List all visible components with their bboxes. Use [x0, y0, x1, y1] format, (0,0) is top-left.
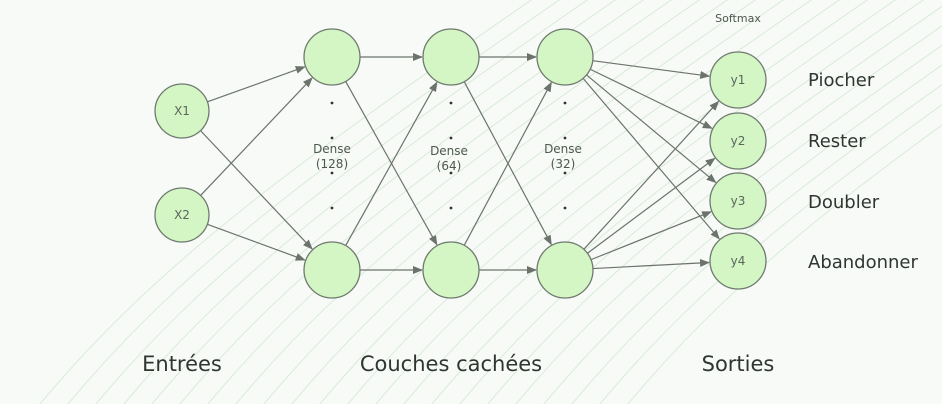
hidden3-label-line1: Dense: [544, 142, 582, 156]
edge-h3t-y1: [592, 60, 711, 79]
background-curve: [599, 104, 942, 404]
background-curve: [291, 0, 785, 404]
connections: [200, 53, 720, 274]
edge-h2b-h3t: [463, 81, 552, 246]
hidden1-label-line2: (128): [316, 157, 348, 171]
h1-dot-2: [330, 171, 334, 175]
background-curve: [179, 0, 673, 404]
background-curve: [403, 0, 897, 404]
hidden3-node-top: [536, 28, 594, 86]
h3-dot-1: [563, 136, 567, 140]
background-curve: [571, 84, 942, 404]
background-curve: [627, 124, 942, 404]
edge-x1-h1b: [200, 130, 313, 250]
output-node-y2: y2: [709, 112, 767, 170]
softmax-label: Softmax: [715, 12, 761, 25]
class-label-doubler: Doubler: [808, 192, 880, 213]
edge-x2-h1t: [200, 77, 313, 196]
class-label-abandonner: Abandonner: [808, 252, 919, 273]
edge-h3b-y1: [583, 100, 720, 250]
hidden1-node-bottom: [303, 241, 361, 299]
h1-dot-0: [330, 101, 334, 105]
background-curve: [67, 0, 561, 404]
background-curve: [263, 0, 757, 404]
hidden2-node-bottom: [422, 241, 480, 299]
output-node-y4: y4: [709, 232, 767, 290]
h2-dot-1: [449, 136, 453, 140]
hidden1-label-line1: Dense: [313, 142, 351, 156]
h2-dot-3: [449, 206, 453, 210]
edge-h3b-y3: [590, 211, 712, 261]
edge-x2-h1b: [207, 223, 306, 261]
background-curve: [375, 0, 869, 404]
edge-h3t-y4: [582, 77, 720, 240]
input-node-x2: X2: [154, 187, 210, 243]
class-label-piocher: Piocher: [808, 70, 875, 91]
output-node-y3: y3: [709, 172, 767, 230]
edge-h3b-y2: [587, 157, 716, 254]
ellipsis-dots: [330, 101, 567, 210]
h2-dot-0: [449, 101, 453, 105]
class-label-rester: Rester: [808, 131, 866, 152]
h3-dot-3: [563, 206, 567, 210]
input-label-x2: X2: [174, 208, 190, 222]
background-curve: [487, 25, 942, 404]
output-label-y1: y1: [731, 73, 746, 87]
edge-h3t-y3: [586, 74, 717, 184]
section-label-hidden: Couches cachées: [360, 352, 542, 376]
background-curve: [459, 5, 942, 404]
hidden2-label-line2: (64): [437, 159, 462, 173]
output-label-y3: y3: [731, 194, 746, 208]
hidden1-node-top: [303, 28, 361, 86]
h1-dot-1: [330, 136, 334, 140]
background-curve: [95, 0, 589, 404]
output-label-y4: y4: [731, 254, 746, 268]
background-curve: [235, 0, 729, 404]
background-curve: [39, 0, 533, 404]
hidden2-node-top: [422, 28, 480, 86]
output-node-y1: y1: [709, 51, 767, 109]
output-label-y2: y2: [731, 134, 746, 148]
h1-dot-3: [330, 206, 334, 210]
hidden3-label-line2: (32): [551, 157, 576, 171]
h2-dot-2: [449, 171, 453, 175]
background-curve: [431, 0, 925, 404]
edge-x1-h1t: [207, 66, 306, 103]
edge-h3t-y2: [589, 68, 713, 129]
input-label-x1: X1: [174, 104, 190, 118]
h3-dot-0: [563, 101, 567, 105]
section-label-inputs: Entrées: [142, 352, 222, 376]
edge-h3b-y4: [592, 258, 711, 270]
input-node-x1: X1: [154, 83, 210, 139]
background-curve: [347, 0, 841, 404]
hidden3-node-bottom: [536, 241, 594, 299]
section-label-outputs: Sorties: [702, 352, 775, 376]
hidden2-label-line1: Dense: [430, 144, 468, 158]
edge-h1b-h2t: [345, 81, 438, 246]
h3-dot-2: [563, 171, 567, 175]
